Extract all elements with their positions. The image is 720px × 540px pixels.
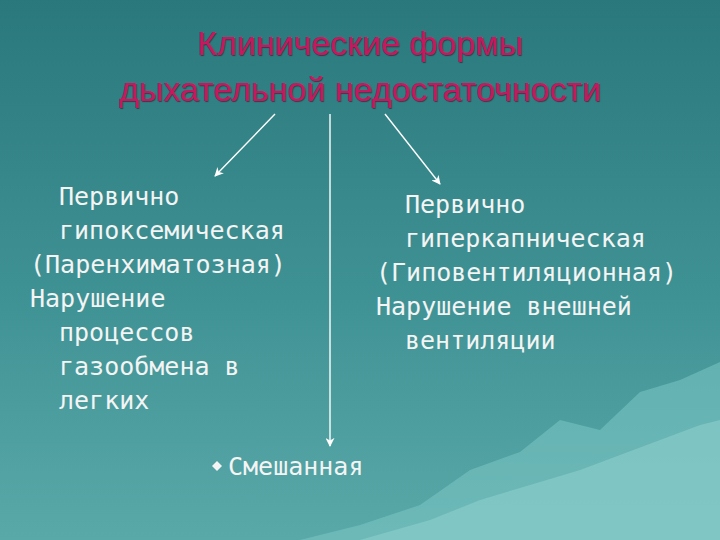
arrow-connector <box>385 114 440 184</box>
form-node: Первично гиперкапническая(Гиповентиляцио… <box>376 188 712 358</box>
mountain-back <box>300 362 720 540</box>
form-text: Смешанная <box>228 450 363 484</box>
form-text: Первично гипоксемическая <box>30 180 308 248</box>
mountain-front <box>360 420 720 540</box>
form-node: Первично гипоксемическая(Паренхиматозная… <box>30 180 308 418</box>
arrow-connector <box>215 114 275 176</box>
title-text: Клинические формы дыхательной недостаточ… <box>115 20 605 112</box>
arrow-connector <box>329 114 330 446</box>
form-text: Первично гиперкапническая <box>376 188 712 256</box>
form-text: Нарушение процессов газообмена в легких <box>30 282 308 418</box>
bullet-diamond <box>212 461 222 471</box>
form-text: (Гиповентиляционная) <box>376 256 712 290</box>
form-text: (Паренхиматозная) <box>30 248 308 282</box>
form-node: Смешанная <box>228 450 363 484</box>
form-text: Нарушение внешней вентиляции <box>376 290 712 358</box>
title-node: Клинические формы дыхательной недостаточ… <box>115 20 605 112</box>
